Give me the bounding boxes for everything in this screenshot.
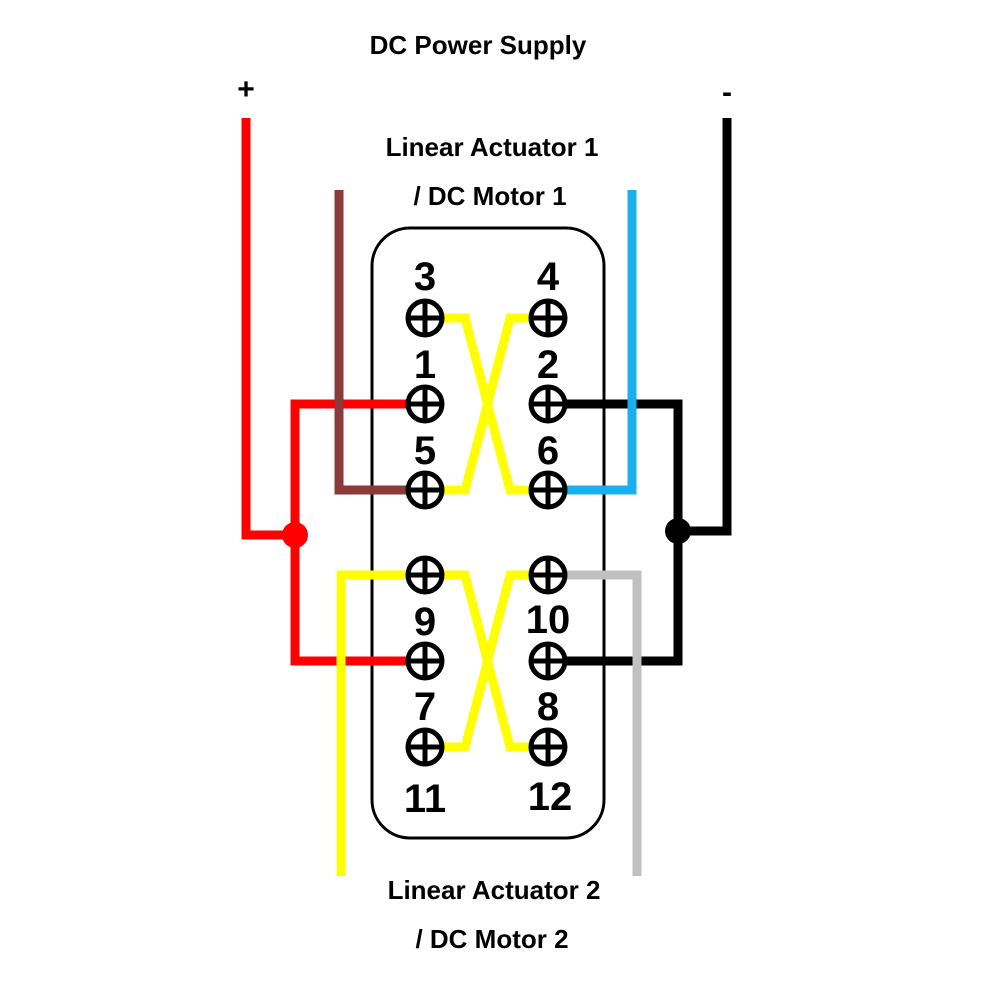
negative-wire-terminal-2 [548, 399, 683, 531]
screw-terminal-icon [405, 384, 445, 424]
terminal-label-6: 6 [537, 429, 559, 473]
terminal-label-3: 3 [414, 255, 436, 299]
negative-junction-dot [665, 518, 691, 544]
actuator-1-wire-b [548, 190, 637, 495]
screw-terminal-icon [528, 384, 568, 424]
actuator-2-label-line2: / DC Motor 2 [415, 924, 568, 954]
screw-terminal-icon [405, 641, 445, 681]
terminal-label-9: 9 [414, 600, 436, 644]
terminal-label-7: 7 [414, 685, 436, 729]
positive-wire-terminal-9 [290, 535, 425, 666]
terminal-label-12: 12 [528, 775, 573, 819]
positive-terminal-label: + [237, 73, 255, 106]
screw-terminal-icon [528, 555, 568, 595]
terminal-label-2: 2 [537, 343, 559, 387]
screw-terminal-icon [405, 555, 445, 595]
actuator-1-wire-a [334, 190, 425, 495]
terminal-label-11: 11 [404, 777, 446, 821]
positive-junction-dot [282, 522, 308, 548]
screw-terminal-icon [528, 298, 568, 338]
positive-wire-terminal-1 [290, 399, 425, 535]
terminal-label-4: 4 [537, 255, 560, 299]
screw-terminal-icon [405, 298, 445, 338]
terminal-label-1: 1 [414, 343, 436, 387]
screw-terminal-icon [528, 470, 568, 510]
actuator-2-wire-b [548, 570, 642, 876]
terminal-label-8: 8 [537, 685, 559, 729]
diagram-title: DC Power Supply [370, 30, 587, 60]
negative-terminal-label: - [722, 76, 732, 109]
terminal-label-5: 5 [414, 429, 436, 473]
screw-terminal-icon [528, 641, 568, 681]
actuator-1-label-line2: / DC Motor 1 [413, 181, 566, 211]
screw-terminals [405, 298, 568, 767]
terminal-label-10: 10 [526, 598, 571, 642]
screw-terminal-icon [405, 727, 445, 767]
actuator-2-wire-a [336, 570, 425, 876]
positive-supply-wire [241, 118, 295, 540]
actuator-2-label-line1: Linear Actuator 2 [388, 875, 601, 905]
actuator-1-label-line1: Linear Actuator 1 [386, 132, 599, 162]
negative-supply-wire [678, 118, 732, 536]
negative-wire-terminal-10 [548, 531, 683, 666]
switch-body [370, 226, 606, 840]
screw-terminal-icon [405, 470, 445, 510]
screw-terminal-icon [528, 727, 568, 767]
